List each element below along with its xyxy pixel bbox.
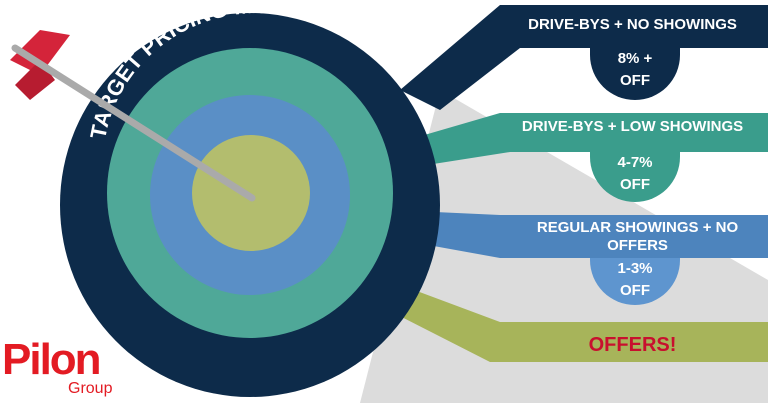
discount-line: OFF (620, 176, 650, 193)
tier-2-label: DRIVE-BYS + LOW SHOWINGS (521, 118, 744, 135)
tier-1-discount: 8% + OFF (590, 48, 680, 92)
pill-tier-3 (590, 258, 680, 305)
arrow-shaft-icon (11, 44, 256, 202)
discount-line: OFF (620, 282, 650, 299)
tier-2-discount: 4-7% OFF (590, 152, 680, 196)
tier-3-label: REGULAR SHOWINGS + NO OFFERS (536, 219, 739, 254)
tier-4-label: OFFERS! (588, 334, 677, 356)
pill-tier-2 (590, 152, 680, 202)
pill-tier-1 (590, 45, 680, 100)
bullseye (192, 135, 310, 251)
discount-line: OFF (620, 72, 650, 89)
banner-tier-1 (400, 5, 768, 110)
discount-line: 8% + (617, 50, 653, 67)
tier-3-discount: 1-3% OFF (590, 258, 680, 302)
logo-name: Pilon (2, 335, 102, 384)
tier-1-label: DRIVE-BYS + NO SHOWINGS (528, 16, 737, 33)
logo-sub: Group (68, 380, 113, 397)
banner-tier-2 (390, 113, 768, 170)
discount-line: 1-3% (617, 260, 653, 277)
arrow-fletching-icon (10, 30, 70, 75)
discount-line: 4-7% (617, 154, 653, 171)
banner-tier-4 (270, 240, 768, 362)
banner-tier-3 (345, 208, 768, 258)
